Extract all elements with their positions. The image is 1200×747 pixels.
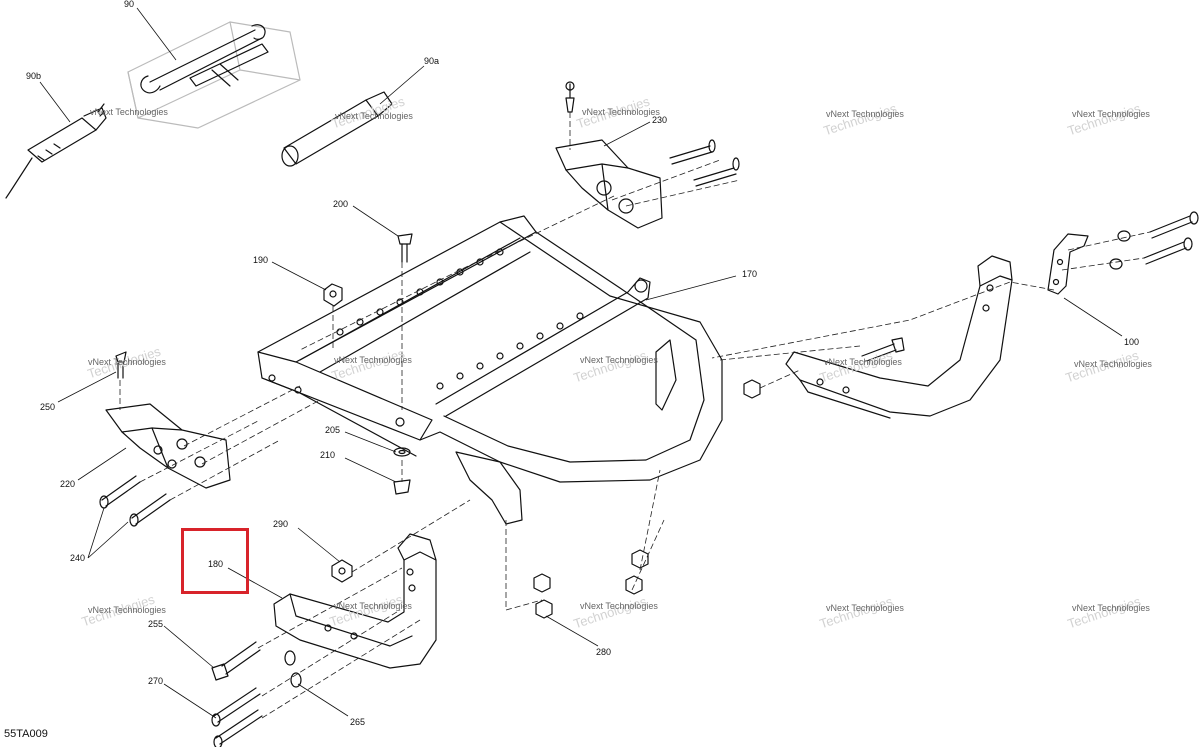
hinge-bracket-230 bbox=[555, 81, 663, 229]
nut-190 bbox=[323, 283, 343, 307]
callout-240: 240 bbox=[70, 553, 86, 563]
callout-190: 190 bbox=[253, 255, 269, 265]
watermark: vNext Technologies bbox=[88, 357, 166, 367]
callout-180: 180 bbox=[208, 559, 224, 569]
watermark: vNext Technologies bbox=[334, 355, 412, 365]
washer-205 bbox=[393, 447, 411, 457]
watermark: vNext Technologies bbox=[580, 601, 658, 611]
socket-tool bbox=[281, 91, 393, 167]
callout-230: 230 bbox=[652, 115, 668, 125]
callout-205: 205 bbox=[325, 425, 341, 435]
right-step-tube bbox=[743, 255, 1013, 419]
callout-280: 280 bbox=[596, 647, 612, 657]
alignment-lines bbox=[119, 112, 1151, 719]
callout-170: 170 bbox=[742, 269, 758, 279]
bolts-240 bbox=[99, 475, 171, 527]
watermark: vNext Technologies bbox=[335, 111, 413, 121]
screwdriver bbox=[5, 103, 107, 199]
callout-220: 220 bbox=[60, 479, 76, 489]
watermark: vNext Technologies bbox=[824, 357, 902, 367]
watermark: vNext Technologies bbox=[580, 355, 658, 365]
watermark: vNext Technologies bbox=[1074, 359, 1152, 369]
watermark: vNext Technologies bbox=[1072, 109, 1150, 119]
bolt-200 bbox=[397, 233, 413, 263]
callout-90: 90 bbox=[124, 0, 135, 9]
bracket-100 bbox=[1047, 211, 1199, 295]
left-step-tube bbox=[273, 533, 437, 669]
callout-200: 200 bbox=[333, 199, 349, 209]
callout-255: 255 bbox=[148, 619, 164, 629]
hinge-bracket-220 bbox=[105, 351, 231, 489]
callout-250: 250 bbox=[40, 402, 56, 412]
diagram-code: 55TA009 bbox=[4, 728, 48, 740]
nuts-280 bbox=[533, 549, 649, 619]
callout-265: 265 bbox=[350, 717, 366, 727]
nut-290 bbox=[331, 559, 353, 583]
watermark: vNext Technologies bbox=[1072, 603, 1150, 613]
callout-100: 100 bbox=[1124, 337, 1140, 347]
main-frame bbox=[257, 215, 723, 525]
tool-kit-pouch bbox=[127, 21, 301, 129]
watermark: vNext Technologies bbox=[582, 107, 660, 117]
callout-290: 290 bbox=[273, 519, 289, 529]
callout-90b: 90b bbox=[26, 71, 42, 81]
callout-90a: 90a bbox=[424, 56, 440, 66]
highlight-box-180 bbox=[181, 528, 249, 594]
callout-210: 210 bbox=[320, 450, 336, 460]
watermark: vNext Technologies bbox=[826, 603, 904, 613]
callout-270: 270 bbox=[148, 676, 164, 686]
watermark: vNext Technologies bbox=[90, 107, 168, 117]
watermark: vNext Technologies bbox=[334, 601, 412, 611]
washers-265 bbox=[284, 650, 302, 688]
bolt-255 bbox=[211, 641, 261, 681]
leader-lines bbox=[39, 7, 1123, 719]
watermark: vNext Technologies bbox=[88, 605, 166, 615]
bolts-270 bbox=[211, 687, 263, 747]
bolt-210 bbox=[393, 479, 411, 495]
watermark: vNext Technologies bbox=[826, 109, 904, 119]
bolts-230 bbox=[669, 139, 740, 187]
